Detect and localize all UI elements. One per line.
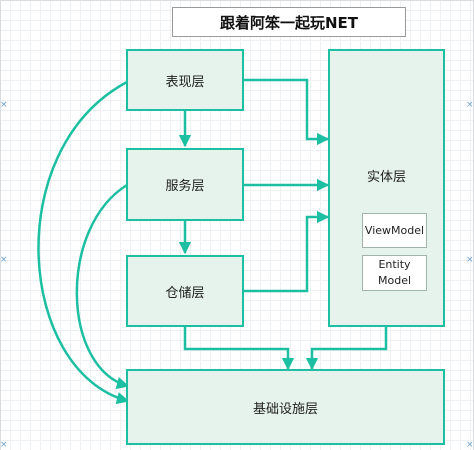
entity-model-box: Entity Model — [362, 255, 427, 291]
connection-marker: × — [0, 440, 8, 450]
connection-marker: × — [466, 100, 474, 110]
presentation-layer-box: 表现层 — [126, 49, 244, 111]
connection-marker: × — [466, 255, 474, 265]
entity-model-line2: Model — [377, 274, 412, 287]
canvas-border-top — [0, 0, 474, 1]
entity-layer-label: 实体层 — [366, 170, 406, 185]
infrastructure-layer-box: 基础设施层 — [126, 369, 445, 445]
arrow-presentation-to-entity — [244, 78, 330, 146]
arrow-entity-to-infrastructure — [305, 327, 388, 371]
connection-marker: × — [0, 255, 8, 265]
arrow-repository-to-infrastructure — [183, 327, 295, 371]
connection-marker: × — [0, 100, 8, 110]
connection-marker: × — [466, 440, 474, 450]
arrow-repository-to-entity — [244, 210, 330, 293]
curve-service-to-infrastructure — [75, 183, 130, 390]
viewmodel-box: ViewModel — [362, 213, 427, 248]
service-layer-box: 服务层 — [126, 148, 244, 221]
diagram-title: 跟着阿笨一起玩NET — [172, 7, 406, 37]
entity-model-line1: Entity — [378, 258, 411, 271]
curve-presentation-to-infrastructure — [37, 80, 130, 405]
canvas-border-left — [0, 0, 1, 450]
repository-layer-box: 仓储层 — [126, 255, 244, 327]
